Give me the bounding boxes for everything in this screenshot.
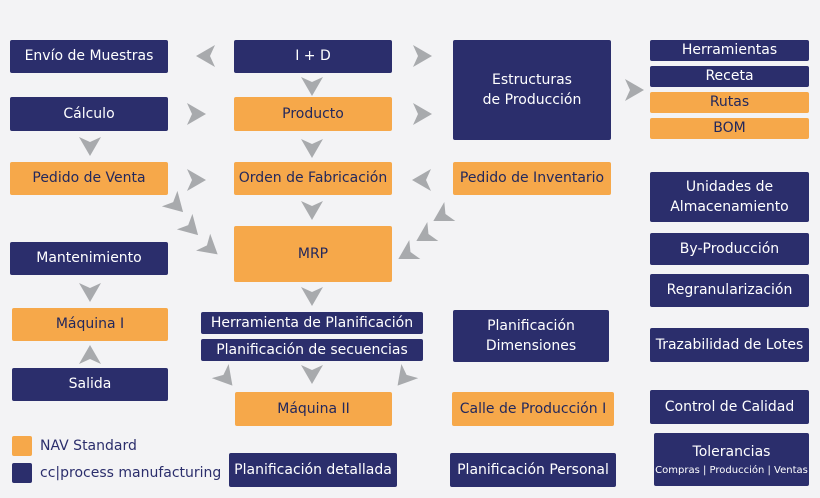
- box-orden-fabricacion: Orden de Fabricación: [234, 162, 392, 195]
- box-herramientas: Herramientas: [650, 40, 809, 61]
- box-planificacion-detallada: Planificación detallada: [229, 453, 397, 487]
- box-pedido-venta: Pedido de Venta: [10, 162, 168, 195]
- box-maquina-2: Máquina II: [235, 392, 392, 426]
- arrow-calculo-to-producto: [187, 103, 206, 125]
- arrow-plan-to-maquina2-left: [211, 364, 233, 386]
- legend-label-cc-process: cc|process manufacturing: [40, 465, 222, 481]
- arrow-inventario-to-mrp-3: [398, 239, 421, 260]
- box-i-d: I + D: [234, 40, 392, 73]
- arrow-salida-to-maquina: [79, 345, 101, 364]
- arrow-inventario-to-mrp-1: [433, 201, 456, 222]
- box-regranularizacion: Regranularización: [650, 274, 809, 307]
- arrow-estructuras-to-list: [625, 79, 644, 101]
- arrow-inventario-to-orden: [412, 169, 431, 191]
- box-trazabilidad-lotes: Trazabilidad de Lotes: [650, 328, 809, 362]
- arrow-id-to-producto: [301, 77, 323, 96]
- box-control-calidad: Control de Calidad: [650, 390, 809, 424]
- box-envio-muestras: Envío de Muestras: [10, 40, 168, 73]
- box-calle-produccion: Calle de Producción I: [452, 392, 614, 426]
- box-tolerancias: Tolerancias Compras | Producción | Venta…: [654, 433, 809, 486]
- arrow-pedido-to-orden: [187, 169, 206, 191]
- arrow-producto-to-estructuras: [413, 103, 432, 125]
- box-by-produccion: By-Producción: [650, 233, 809, 265]
- arrow-venta-to-mrp-2: [176, 213, 199, 236]
- box-mrp: MRP: [234, 226, 392, 282]
- arrow-orden-to-mrp: [301, 201, 323, 220]
- arrow-id-to-estructuras: [413, 45, 432, 67]
- arrow-mrp-to-planificacion: [301, 287, 323, 306]
- legend-swatch-nav-standard: [12, 436, 32, 456]
- arrow-venta-to-mrp-3: [196, 233, 218, 255]
- arrow-plan-to-maquina2: [301, 365, 323, 384]
- box-maquina-1: Máquina I: [12, 308, 168, 341]
- arrow-calculo-to-pedido: [79, 137, 101, 156]
- box-salida: Salida: [12, 368, 168, 401]
- box-herramienta-planificacion: Herramienta de Planificación: [201, 312, 423, 334]
- arrow-inventario-to-mrp-2: [416, 221, 439, 242]
- box-receta: Receta: [650, 66, 809, 87]
- legend-swatch-cc-process: [12, 463, 32, 483]
- arrow-id-to-envio: [196, 45, 215, 67]
- legend-label-nav-standard: NAV Standard: [40, 438, 137, 454]
- box-planificacion-personal: Planificación Personal: [450, 453, 616, 487]
- box-producto: Producto: [234, 97, 392, 131]
- arrow-producto-to-orden: [301, 139, 323, 158]
- box-bom: BOM: [650, 118, 809, 139]
- arrow-plan-to-maquina2-right: [397, 364, 419, 386]
- box-rutas: Rutas: [650, 92, 809, 113]
- box-mantenimiento: Mantenimiento: [10, 242, 168, 275]
- arrow-mantenimiento-to-maquina: [79, 283, 101, 302]
- box-pedido-inventario: Pedido de Inventario: [453, 162, 611, 195]
- box-calculo: Cálculo: [10, 97, 168, 131]
- box-planificacion-secuencias: Planificación de secuencias: [201, 339, 423, 361]
- arrow-venta-to-mrp-1: [161, 190, 184, 213]
